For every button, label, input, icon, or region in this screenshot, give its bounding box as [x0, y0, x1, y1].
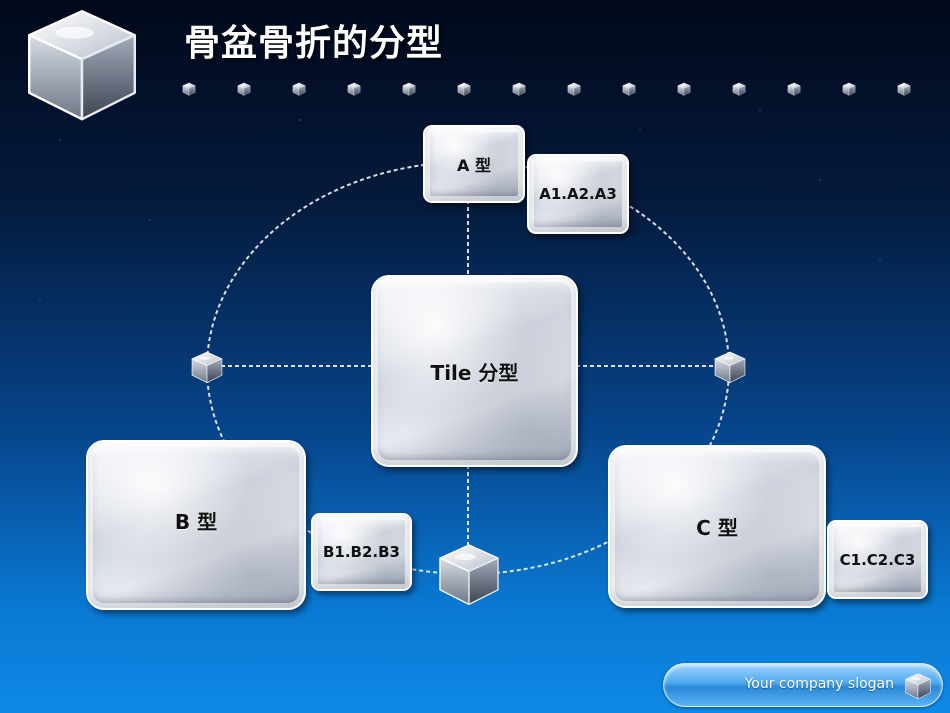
type-c-label: C 型 — [696, 516, 738, 540]
type-b-subtypes-label: B1.B2.B3 — [322, 543, 400, 561]
type-c-subtypes-label: C1.C2.C3 — [839, 550, 916, 569]
center-tile: Tile 分型 — [371, 275, 578, 467]
type-c-tile: C 型 — [608, 445, 826, 608]
slogan-bar: Your company slogan — [663, 663, 943, 707]
type-a-subtypes-label: A1.A2.A3 — [539, 185, 617, 203]
company-slogan: Your company slogan — [744, 676, 894, 692]
type-b-tile: B 型 — [86, 440, 306, 610]
slide-title: 骨盆骨折的分型 — [184, 23, 444, 64]
node-cube-left-icon — [190, 350, 224, 384]
center-label: Tile 分型 — [430, 360, 519, 385]
type-a-label: A 型 — [457, 156, 491, 175]
type-a-tile: A 型 — [423, 125, 525, 203]
type-b-label: B 型 — [174, 509, 218, 534]
type-a-subtypes-tile: A1.A2.A3 — [527, 154, 629, 234]
node-cube-right-icon — [713, 350, 747, 384]
node-cube-bottom-icon — [436, 540, 502, 608]
type-b-subtypes-tile: B1.B2.B3 — [311, 513, 412, 591]
cube-icon — [904, 672, 932, 700]
type-c-subtypes-tile: C1.C2.C3 — [827, 520, 928, 599]
